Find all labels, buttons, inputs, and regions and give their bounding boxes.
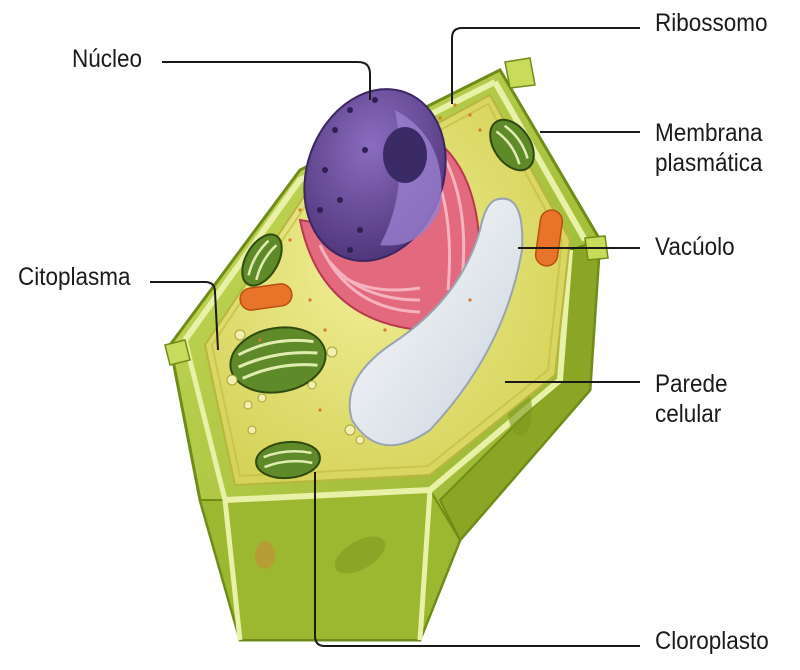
label-cloroplasto: Cloroplasto — [655, 626, 769, 656]
label-parede-line1: Parede — [655, 369, 728, 399]
label-membrana-plasmatica: Membrana plasmática — [655, 118, 763, 178]
label-citoplasma: Citoplasma — [18, 262, 131, 292]
leader-nucleo — [162, 62, 370, 100]
nucleolus — [383, 127, 427, 183]
label-membrana-line2: plasmática — [655, 148, 763, 178]
label-parede-celular: Parede celular — [655, 369, 728, 429]
label-vacuolo: Vacúolo — [655, 232, 735, 262]
label-parede-line2: celular — [655, 399, 728, 429]
label-ribossomo: Ribossomo — [655, 8, 768, 38]
label-membrana-line1: Membrana — [655, 118, 763, 148]
label-nucleo: Núcleo — [72, 44, 142, 74]
